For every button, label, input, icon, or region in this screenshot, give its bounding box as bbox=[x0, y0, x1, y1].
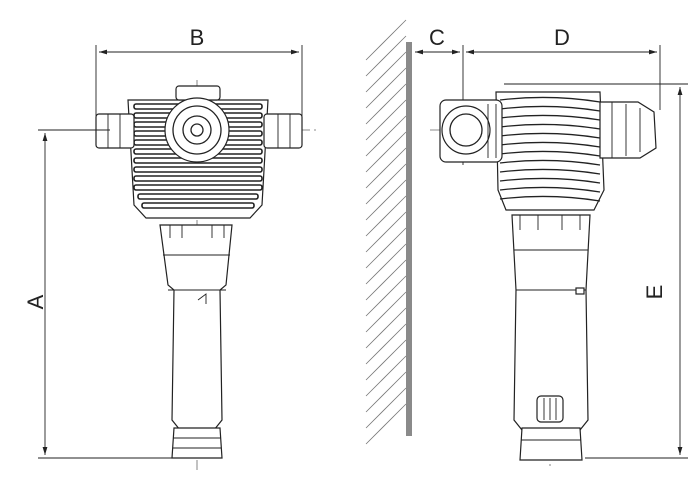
dimension-label-b: B bbox=[190, 25, 205, 50]
side-view bbox=[430, 91, 657, 470]
dimension-d: D bbox=[466, 25, 661, 110]
dimension-e: E bbox=[504, 83, 688, 459]
dimension-label-c: C bbox=[429, 25, 445, 50]
dimension-label-a: A bbox=[23, 294, 48, 309]
dimension-label-d: D bbox=[554, 25, 570, 50]
wall bbox=[365, 19, 412, 445]
front-view bbox=[80, 80, 320, 470]
dimension-label-e: E bbox=[642, 285, 667, 300]
dimension-b: B bbox=[95, 25, 303, 118]
dimension-a: A bbox=[23, 129, 190, 459]
